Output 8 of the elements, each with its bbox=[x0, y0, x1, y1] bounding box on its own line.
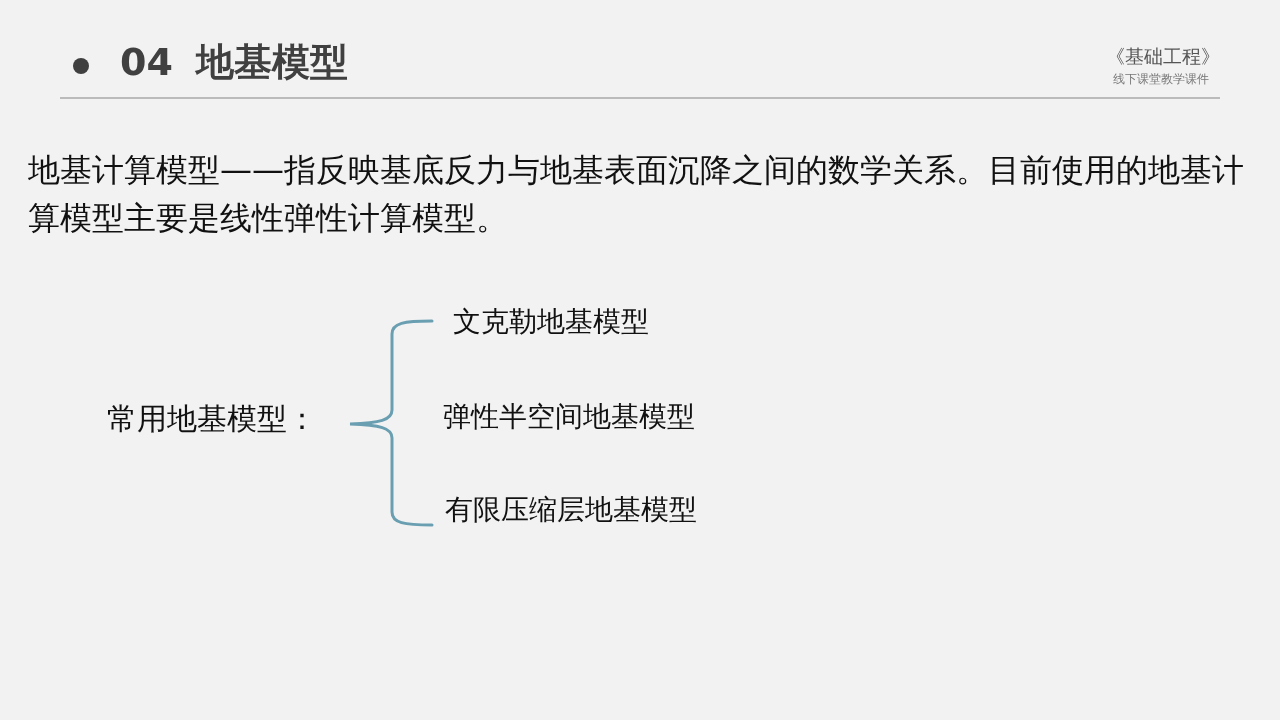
course-name: 《基础工程》 bbox=[1106, 45, 1220, 68]
category-label: 常用地基模型： bbox=[107, 401, 317, 437]
model-name: 有限压缩层地基模型 bbox=[445, 493, 697, 527]
slide-title: 04 地基模型 bbox=[120, 40, 349, 86]
model-name: 文克勒地基模型 bbox=[453, 305, 649, 339]
course-subtitle: 线下课堂教学课件 bbox=[1113, 72, 1209, 87]
definition-paragraph: 地基计算模型——指反映基底反力与地基表面沉降之间的数学关系。目前使用的地基计算模型主要是线性弹性计算模型。 bbox=[28, 150, 1245, 239]
model-name: 弹性半空间地基模型 bbox=[443, 400, 695, 434]
